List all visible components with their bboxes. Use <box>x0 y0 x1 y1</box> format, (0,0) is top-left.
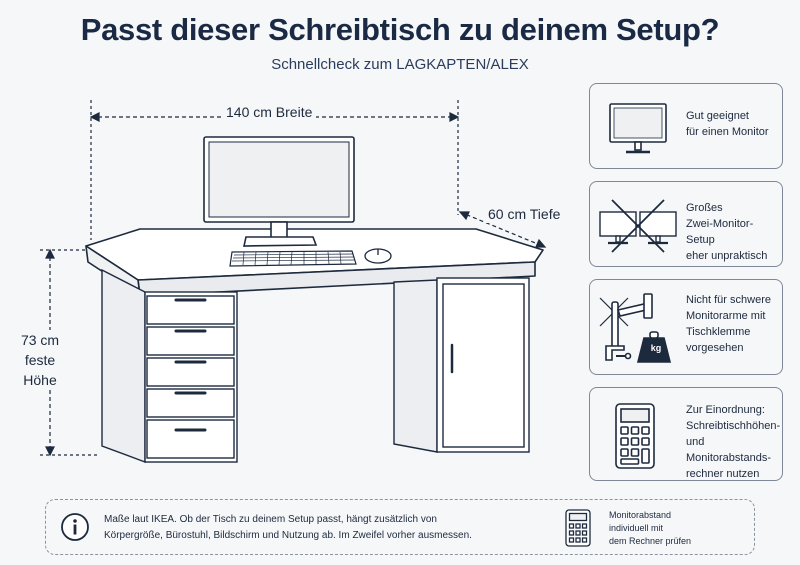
cta-line: dem Rechner prüfen <box>609 536 692 546</box>
depth-label: 60 cm Tiefe <box>484 205 565 223</box>
card-text-line: Tischklemme <box>686 326 751 338</box>
footer-note: Maße laut IKEA. Ob der Tisch zu deinem S… <box>45 499 755 555</box>
card-single-monitor: Gut geeignet für einen Monitor <box>589 83 783 169</box>
height-label: 73 cm feste Höhe <box>14 330 66 390</box>
card-text-line: Gut geeignet <box>686 110 749 122</box>
card-text-line: eher unpraktisch <box>686 250 768 262</box>
width-label: 140 cm Breite <box>222 103 317 121</box>
cabinet-unit <box>393 277 530 453</box>
depth-dimension-line <box>458 211 547 248</box>
card-text-line: Monitorarme mit <box>686 310 766 322</box>
card-text-line: Zwei-Monitor-Setup <box>686 218 754 246</box>
disclaimer-line: Maße laut IKEA. Ob der Tisch zu deinem S… <box>104 514 437 525</box>
info-icon <box>61 513 89 541</box>
card-text-line: vorgesehen <box>686 342 744 354</box>
dual-monitor-crossed-icon <box>599 199 677 253</box>
disclaimer-text: Maße laut IKEA. Ob der Tisch zu deinem S… <box>104 512 484 544</box>
cta-line: Monitorabstand <box>609 510 672 520</box>
height-dimension-line <box>40 248 100 457</box>
card-text-line: Zur Einordnung: <box>686 404 765 416</box>
monitor-icon <box>609 103 667 154</box>
card-text-line: rechner nutzen <box>686 468 760 480</box>
card-text-line: Schreibtischhöhen- <box>686 420 781 432</box>
cta-line: individuell mit <box>609 523 664 533</box>
weight-badge: kg <box>650 343 662 353</box>
height-label-line: feste <box>24 352 56 368</box>
card-text-line: für einen Monitor <box>686 126 769 138</box>
drawer-unit <box>101 268 238 464</box>
card-calculator: Zur Einordnung: Schreibtischhöhen- und M… <box>589 387 783 481</box>
page-title: Passt dieser Schreibtisch zu deinem Setu… <box>80 12 720 47</box>
calculator-cta: Monitorabstand individuell mit dem Rechn… <box>609 509 749 548</box>
height-label-line: Höhe <box>23 372 57 388</box>
card-monitor-arm: kg Nicht für schwere Monitorarme mit Tis… <box>589 279 783 375</box>
mouse <box>364 248 392 264</box>
page-subtitle: Schnellcheck zum LAGKAPTEN/ALEX <box>271 56 529 73</box>
card-text-line: und Monitorabstands- <box>686 436 771 464</box>
keyboard <box>229 250 357 267</box>
card-text-line: Großes <box>686 202 723 214</box>
height-label-line: 73 cm <box>20 332 60 348</box>
disclaimer-line: Körpergröße, Bürostuhl, Bildschirm und N… <box>104 530 472 541</box>
card-text-line: Nicht für schwere <box>686 294 771 306</box>
monitor-arm-weight-icon <box>599 293 672 363</box>
calculator-icon <box>565 509 591 547</box>
calculator-icon <box>615 403 655 469</box>
card-dual-monitor: Großes Zwei-Monitor-Setup eher unpraktis… <box>589 181 783 267</box>
desk-monitor <box>203 136 355 247</box>
